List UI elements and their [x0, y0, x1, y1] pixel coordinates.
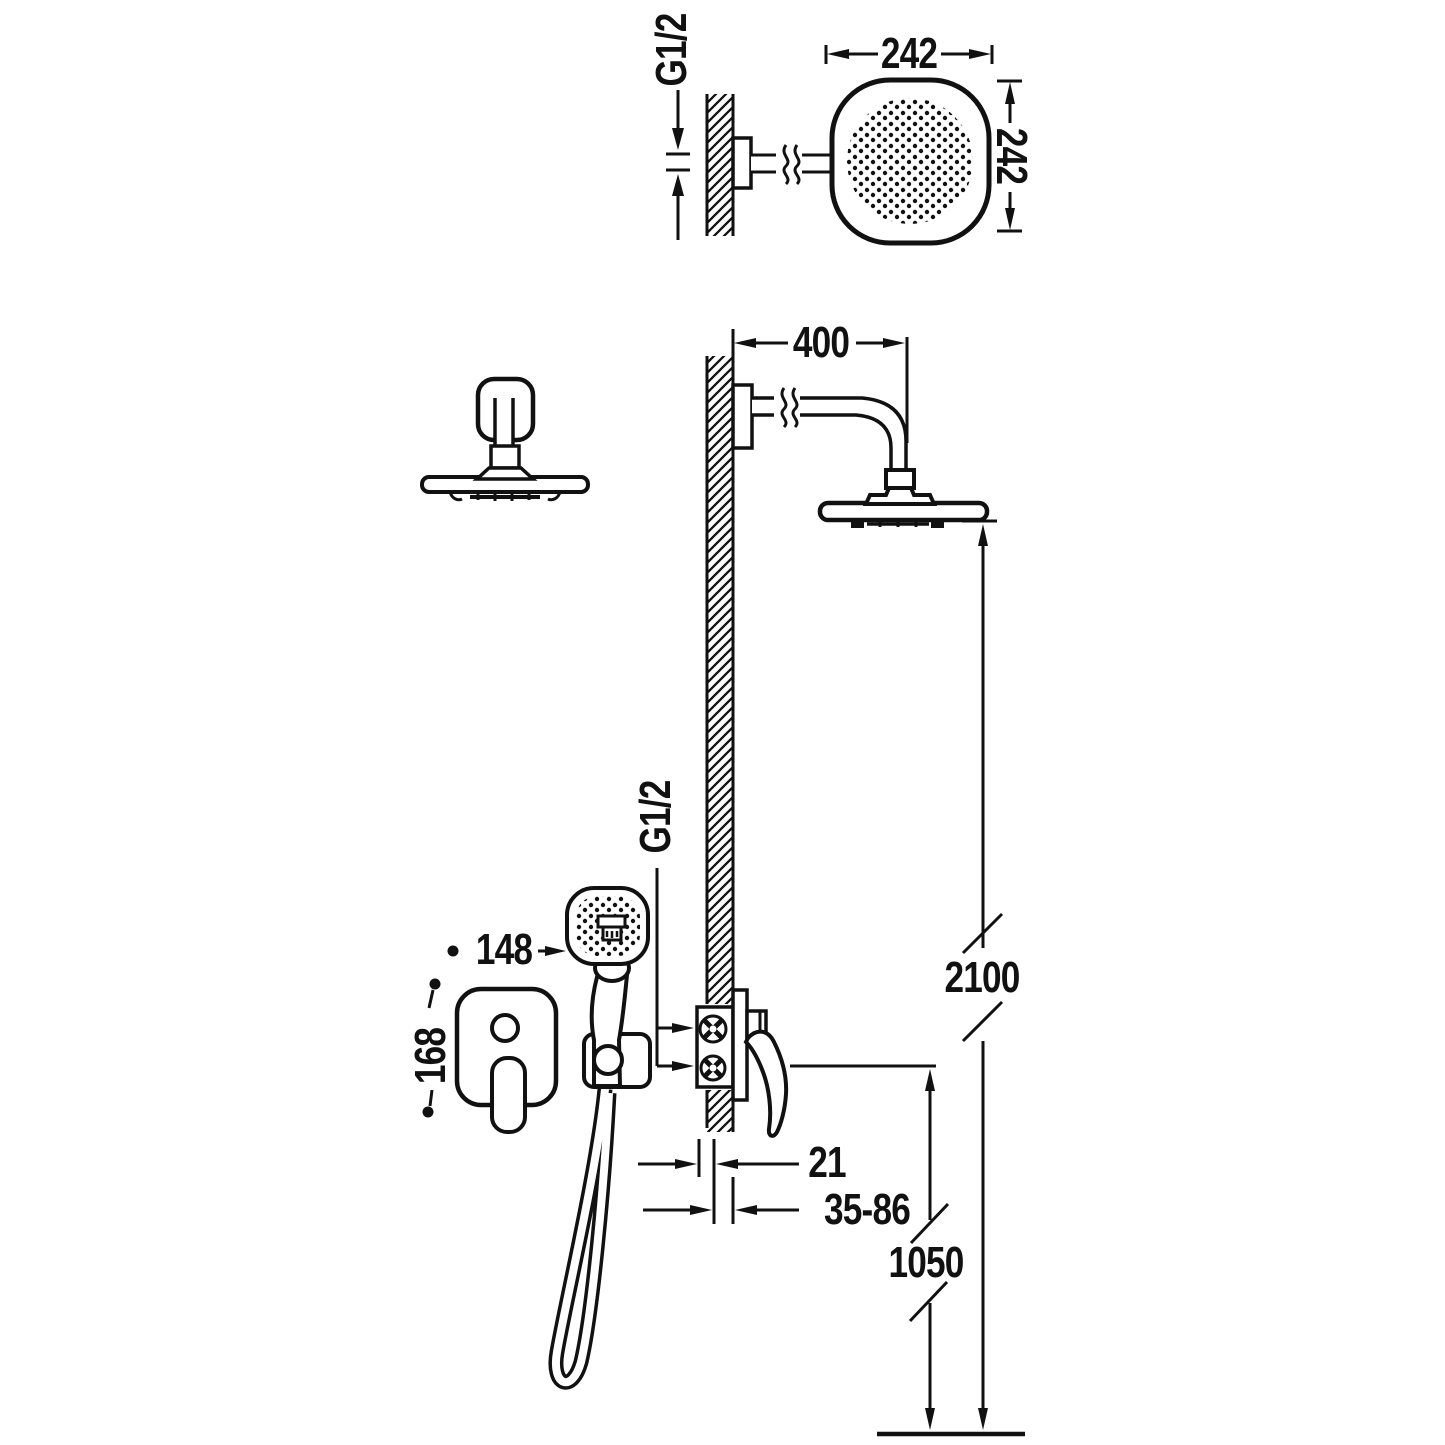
dim-label-plate-height: 168 [406, 1027, 455, 1085]
dim-label-outlet-thread: G1/2 [631, 780, 680, 854]
pipe-break-icon [791, 387, 799, 429]
head-mount [862, 486, 938, 506]
shower-arm-side [731, 383, 916, 490]
dim-g12-mid [655, 868, 694, 1071]
dim-label-install-depth: 35-86 [823, 1185, 911, 1234]
holder-knob [592, 1044, 624, 1076]
mixer-trim-plate [454, 986, 559, 1134]
plan-shower-arm [731, 136, 833, 190]
pipe-break-icon [780, 387, 788, 429]
dim-148 [447, 945, 566, 957]
arrowhead-up-icon [925, 1069, 935, 1091]
dim-label-plate-width: 148 [475, 925, 533, 974]
dim-label-head-thread: G1/2 [647, 13, 696, 87]
rain-shower-head-plan [829, 77, 992, 246]
pipe-break-icon [793, 144, 801, 186]
arrowhead-right-icon [672, 1023, 694, 1033]
dim-242-width [824, 45, 994, 64]
dim-21 [638, 1139, 799, 1224]
dim-dot-icon [447, 945, 459, 957]
arrowhead-left-icon [734, 338, 756, 348]
dim-label-head-width: 242 [880, 29, 938, 78]
mixer-lever [743, 1029, 789, 1138]
arrowhead-right-icon [690, 1205, 712, 1215]
arrowhead-left-icon [827, 49, 849, 59]
dim-g12-top [666, 90, 690, 240]
arrowhead-down-icon [672, 128, 684, 150]
dim-label-head-height: 242 [987, 127, 1036, 185]
valve-faceplate [731, 988, 749, 1102]
dim-break-icon [961, 912, 1004, 955]
diverter-button [490, 1013, 520, 1043]
arm-collar [884, 468, 916, 490]
dim-168 [422, 978, 441, 1118]
arm-flange [731, 383, 754, 450]
pipe-break-icon [782, 144, 790, 186]
plan-arm-flange [731, 136, 753, 190]
valve-inlet-screw-icon [699, 1054, 727, 1082]
dim-242-height [997, 79, 1022, 233]
rain-shower-head-side [817, 486, 990, 528]
arrowhead-left-icon [716, 1159, 738, 1169]
dim-break-icon [908, 1280, 949, 1323]
arrowhead-left-icon [735, 1205, 757, 1215]
shower-hose [548, 1088, 617, 1390]
spray-mode-button [596, 914, 627, 942]
arrowhead-up-icon [672, 174, 684, 196]
dim-dot-icon [429, 978, 441, 990]
dim-break-icon [909, 1202, 950, 1245]
dim-label-wall-offset: 21 [808, 1138, 846, 1187]
arrowhead-up-icon [1005, 82, 1015, 104]
arrowhead-right-icon [545, 946, 566, 956]
dim-label-head-height-install: 2100 [944, 953, 1020, 1002]
concealed-mixer-valve [695, 988, 789, 1138]
arrowhead-up-icon [978, 524, 988, 546]
dim-1050 [790, 1064, 950, 1430]
dim-2100 [961, 519, 1004, 1430]
dim-label-arm-projection: 400 [792, 318, 850, 367]
arrowhead-down-icon [978, 1408, 988, 1430]
rain-shower-head-perspective [420, 376, 590, 502]
dim-400 [731, 329, 909, 443]
nozzle-dot-pattern [847, 98, 973, 224]
arrowhead-right-icon [675, 1159, 697, 1169]
trim-lever [490, 1056, 527, 1134]
plan-view-wall [705, 94, 735, 236]
dim-dot-icon [422, 1106, 434, 1118]
arrowhead-down-icon [925, 1408, 935, 1430]
dim-break-icon [961, 1000, 1004, 1043]
valve-inlet-screw-icon [698, 1014, 728, 1044]
dim-label-mixer-height-install: 1050 [888, 1238, 964, 1287]
arrowhead-right-icon [883, 338, 905, 348]
dim-35-86 [643, 1177, 799, 1224]
nozzle-fringe [851, 519, 944, 528]
nozzle-fringe [448, 491, 562, 502]
arrowhead-down-icon [1005, 208, 1015, 230]
arrowhead-right-icon [672, 1061, 694, 1071]
arrowhead-right-icon [969, 49, 991, 59]
hand-shower [565, 886, 652, 1089]
